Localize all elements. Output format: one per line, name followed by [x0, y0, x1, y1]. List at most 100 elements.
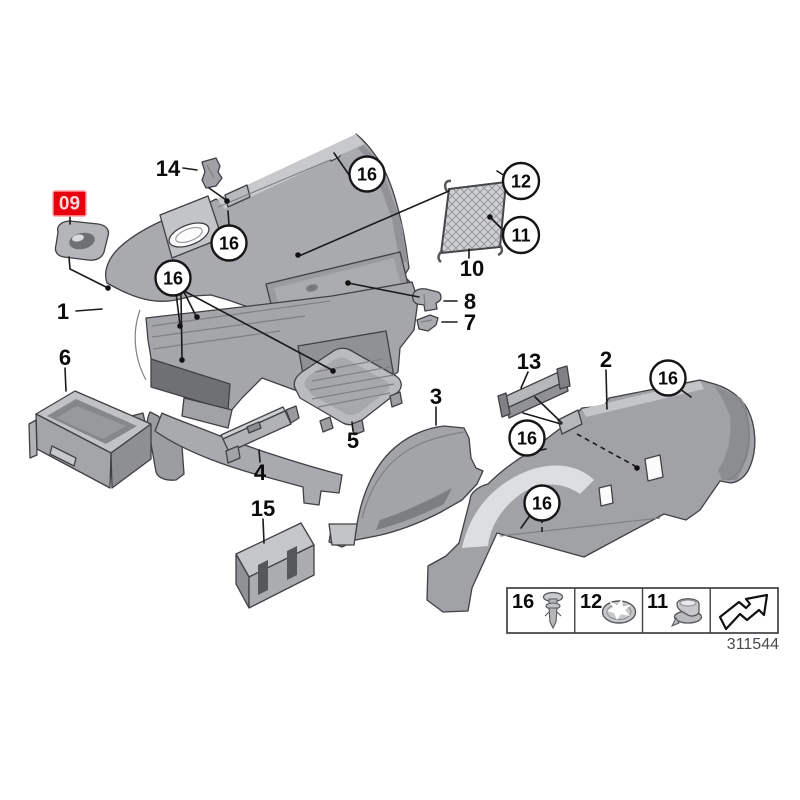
foam-slot	[258, 560, 268, 595]
slat-rib	[151, 315, 306, 338]
part-1-fold-line	[217, 159, 331, 208]
callout-label-3[interactable]: 3	[430, 384, 442, 409]
callout-16-circle[interactable]: 16	[348, 155, 386, 193]
callout-label-2[interactable]: 2	[600, 347, 612, 372]
legend-label-11[interactable]: 11	[647, 591, 668, 613]
callout-label-14[interactable]: 14	[156, 156, 181, 181]
callout-label-16[interactable]: 16	[357, 165, 377, 185]
legend-cell-arrow	[718, 593, 769, 631]
legend-cell-11: 11	[647, 591, 703, 627]
part-2-arch-shade	[714, 385, 751, 480]
push-rivet-icon	[542, 591, 564, 630]
strip-front-face	[222, 410, 292, 453]
direction-arrow-icon	[718, 593, 769, 631]
corner-trim-body	[328, 425, 484, 548]
box-floor	[56, 406, 126, 439]
bracket-right-cap	[556, 365, 571, 390]
clip-8-body	[411, 288, 442, 312]
callout-16-circle[interactable]: 16	[154, 259, 192, 297]
tray-rib	[314, 358, 384, 373]
part-4-trim-strip	[220, 405, 300, 464]
part-1-tray-hole	[306, 284, 318, 292]
net-hook	[443, 179, 452, 192]
hook-clip-icon	[670, 598, 703, 627]
callout-label-13[interactable]: 13	[517, 349, 541, 374]
callout-16-circle[interactable]: 16	[508, 419, 546, 457]
tray-rib	[309, 374, 395, 391]
callout-9-highlight[interactable]: 09	[52, 190, 87, 217]
callout-16-circle[interactable]: 16	[649, 359, 687, 397]
callout-12-circle[interactable]: 12	[501, 161, 541, 201]
clip-7-detail	[420, 319, 433, 323]
part-2-rail-line	[499, 517, 661, 537]
lower-lip-trim	[154, 412, 343, 506]
part-2-arch-highlight	[462, 465, 594, 548]
legend-label-12[interactable]: 12	[580, 591, 602, 613]
clip-7-body	[416, 314, 439, 332]
part-2-arch-line	[727, 394, 750, 481]
part-2-side-trim-panel	[426, 379, 756, 613]
part-7-clip	[416, 314, 439, 332]
callout-label-15[interactable]: 15	[251, 496, 275, 521]
callout-label-16[interactable]: 16	[163, 269, 183, 289]
callout-label-4[interactable]: 4	[254, 460, 267, 485]
strip-notch	[246, 421, 262, 434]
net-hook	[497, 243, 504, 257]
box-front-right-wall	[110, 423, 152, 489]
callout-16-circle[interactable]: 16	[210, 224, 248, 262]
legend-cell-12: 12	[580, 591, 637, 624]
callout-label-7[interactable]: 7	[464, 310, 476, 335]
callout-label-10[interactable]: 10	[460, 256, 484, 281]
tray-rib	[311, 383, 395, 400]
handle-cutout	[168, 222, 210, 248]
callout-label-09[interactable]: 09	[59, 194, 80, 215]
part-2-hole	[644, 454, 664, 482]
bracket-left-cap	[497, 392, 511, 418]
box-handle-notch	[49, 445, 77, 467]
slat-end-flap	[181, 397, 233, 429]
part-1-right-shade	[358, 145, 408, 262]
part-2-hole	[598, 484, 614, 507]
tray-rib	[311, 366, 391, 382]
corner-trim-foot	[328, 523, 358, 546]
callout-label-1[interactable]: 1	[57, 299, 69, 324]
strip-left-tab	[225, 445, 241, 464]
net-mesh	[439, 180, 508, 255]
part-2-mount-box	[557, 409, 583, 435]
callout-label-6[interactable]: 6	[59, 345, 71, 370]
clip-14-body	[201, 157, 223, 189]
part-1-top-bevel	[217, 134, 364, 209]
tray-floor	[304, 357, 390, 416]
arch-pillar-edge	[134, 309, 147, 381]
part-8-clip	[411, 288, 442, 312]
part-5-storage-tray	[293, 347, 403, 436]
tray-tab	[389, 391, 403, 408]
highlight-box[interactable]	[52, 190, 87, 217]
part-9-grommet	[54, 220, 110, 261]
callout-11-circle[interactable]: 11	[501, 215, 541, 255]
callout-label-8[interactable]: 8	[464, 289, 476, 314]
strip-end-cap	[285, 405, 300, 424]
callout-label-5[interactable]: 5	[347, 428, 359, 453]
callout-label-16[interactable]: 16	[658, 369, 678, 389]
callout-label-16[interactable]: 16	[532, 494, 552, 514]
tray-tab	[319, 416, 334, 433]
star-washer-icon	[601, 599, 637, 624]
handle-cutout-lip	[175, 226, 203, 244]
box-left-flange	[28, 419, 38, 459]
callout-label-12[interactable]: 12	[511, 172, 531, 192]
part-3-corner-trim	[328, 425, 484, 548]
legend-cell-16: 16	[512, 591, 564, 630]
clip-14-detail	[206, 164, 215, 179]
callout-label-16[interactable]: 16	[517, 429, 537, 449]
net-hook	[437, 249, 444, 263]
legend-label-16[interactable]: 16	[512, 591, 534, 613]
clip-8-detail	[423, 293, 426, 307]
callout-label-11[interactable]: 11	[511, 226, 530, 246]
callout-16-circle[interactable]: 16	[523, 484, 561, 522]
grommet-highlight	[72, 234, 84, 242]
tray-rib	[317, 392, 391, 408]
callout-label-16[interactable]: 16	[219, 234, 239, 254]
